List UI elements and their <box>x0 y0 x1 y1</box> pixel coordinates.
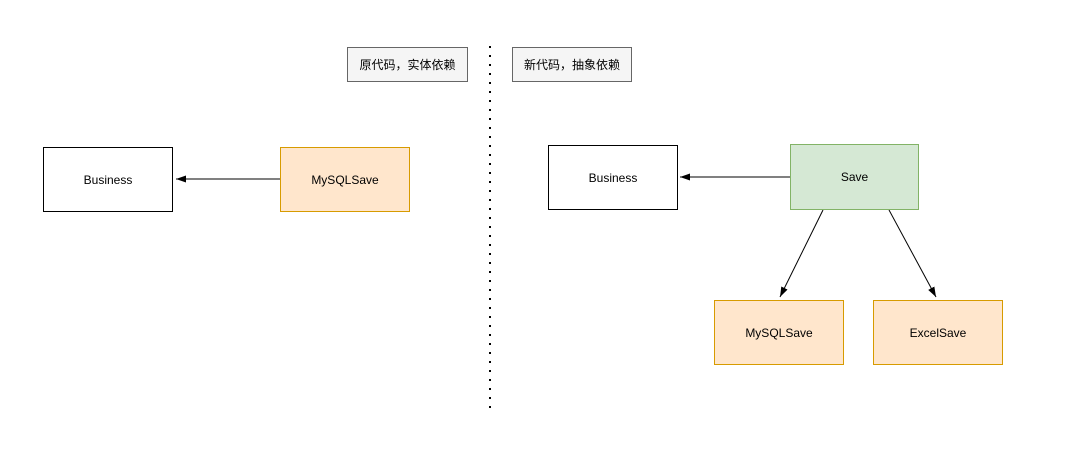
right-panel-caption: 新代码，抽象依赖 <box>512 47 632 82</box>
left-panel-caption: 原代码，实体依赖 <box>347 47 468 82</box>
excelsave-node: ExcelSave <box>873 300 1003 365</box>
arrow-save-to-excelsave-right <box>888 209 937 298</box>
business-node-left: Business <box>43 147 173 212</box>
mysqlsave-node-left: MySQLSave <box>280 147 410 212</box>
save-node: Save <box>790 144 919 210</box>
mysqlsave-node-right: MySQLSave <box>714 300 844 365</box>
arrow-save-to-mysqlsave-right <box>779 209 824 298</box>
business-node-right: Business <box>548 145 678 210</box>
